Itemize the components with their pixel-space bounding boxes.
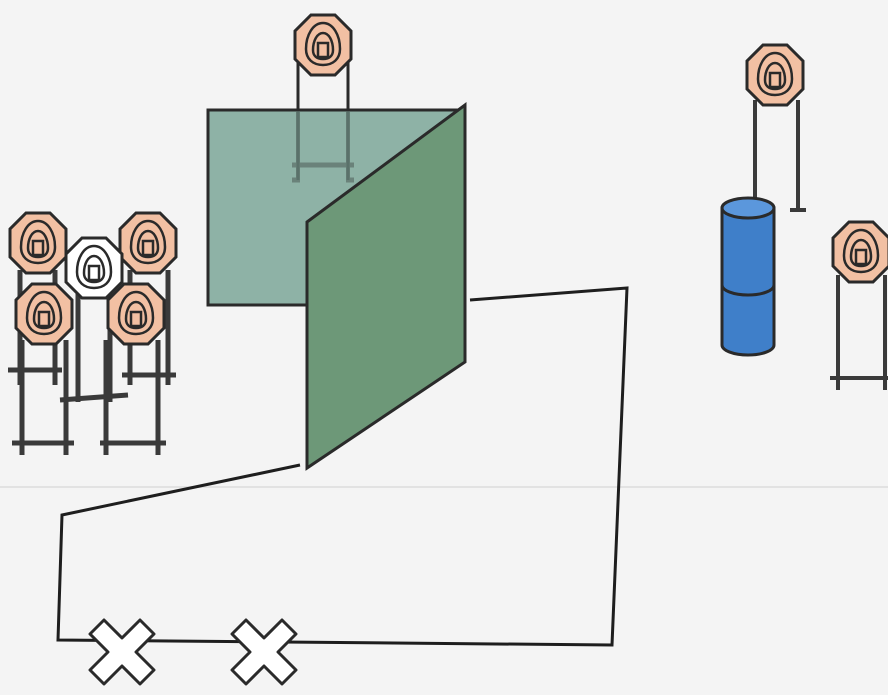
target-cluster-left [8,211,178,455]
start-position-x-icon [230,618,298,686]
paper-target-icon [745,43,806,212]
target-stand-behind-wall [292,112,354,183]
wall-front [305,102,467,471]
target-stand [12,340,166,455]
no-shoot-target-icon [64,236,124,300]
paper-target-icon [8,211,68,275]
barrel-icon [720,196,776,357]
start-position-x-icon [88,618,156,686]
shooting-area-boundary [56,286,629,647]
paper-target-icon [118,211,178,275]
paper-target-icon [14,282,74,346]
paper-target-icon [106,282,166,346]
paper-target-icon [830,220,888,390]
